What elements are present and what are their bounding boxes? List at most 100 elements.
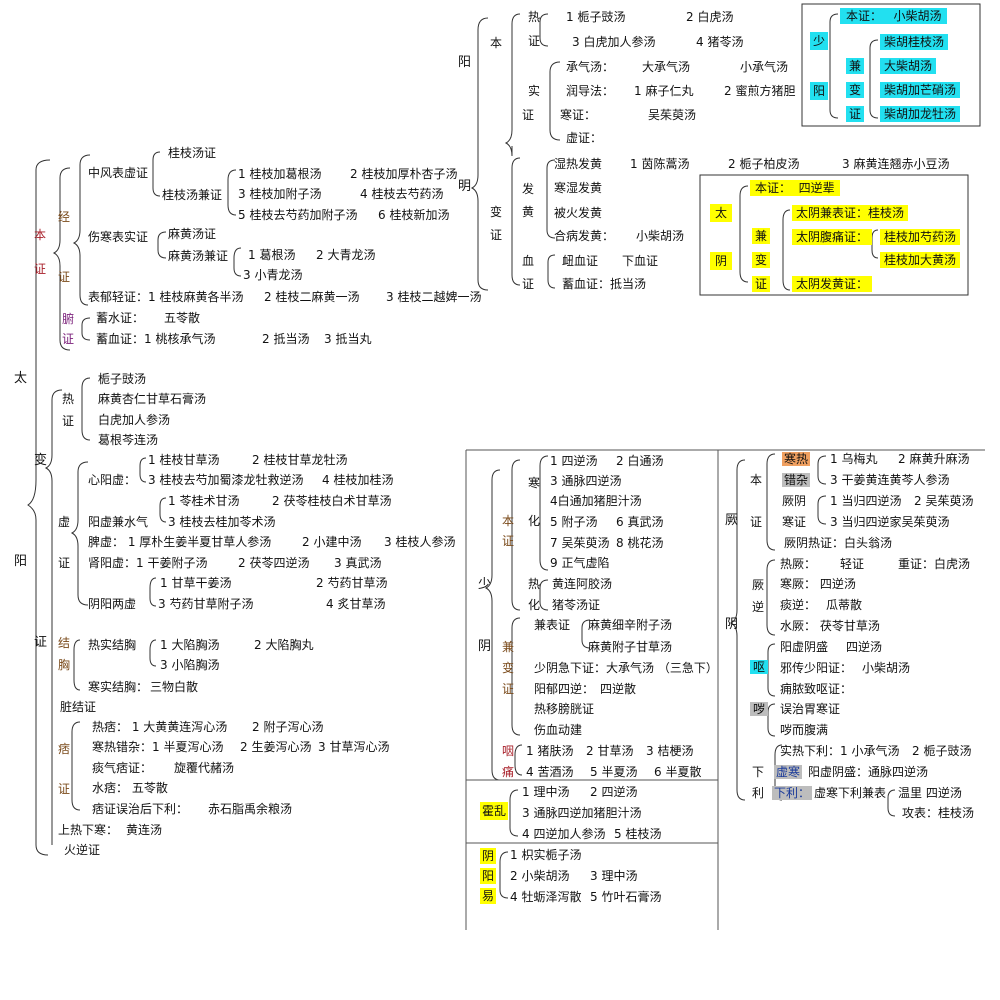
formula: 五苓散 <box>164 311 201 325</box>
fuzheng-char-2: 证 <box>62 332 75 346</box>
bian-char: 变 <box>846 82 865 98</box>
label: 本证： <box>755 181 792 195</box>
taiyin-ben: 本证： 四逆辈 <box>750 180 840 196</box>
sj-label: 水厥： 茯苓甘草汤 <box>780 619 880 633</box>
formula: 3 芍药甘草附子汤 <box>158 597 254 611</box>
formula: 四逆散 <box>600 682 637 696</box>
formula: 麻黄汤兼证 <box>168 249 229 263</box>
formula: 3 桂枝二越婢一汤 <box>386 290 482 304</box>
formula: 3 甘草泻心汤 <box>318 740 390 754</box>
jueni-char: 厥 <box>752 578 765 592</box>
ou-char: 呕 <box>750 660 769 674</box>
jueyin-char: 厥 <box>725 513 739 528</box>
formula: 3 桂枝加附子汤 <box>238 187 322 201</box>
formula: 太阴发黄证： <box>792 276 873 292</box>
jiexiong-char: 结 <box>58 636 71 650</box>
formula: 白虎加人参汤 <box>98 413 171 427</box>
jianbian-char: 变 <box>502 661 515 675</box>
formula: 2 桂枝加厚朴杏子汤 <box>350 167 458 181</box>
formula: 7 吴茱萸汤 <box>550 536 610 550</box>
formula: 瓜蒂散 <box>826 598 863 612</box>
shaoyin-char: 少 <box>478 577 492 592</box>
jueyin-char: 阴 <box>725 617 739 632</box>
formula: 1 甘草干姜汤 <box>160 576 232 590</box>
formula: 1 栀子豉汤 <box>566 10 626 24</box>
hanzheng-label: 寒证 <box>782 515 807 529</box>
yxjs-label: 阳虚兼水气 <box>88 515 149 529</box>
huoluan-label: 霍乱 <box>480 802 509 820</box>
rezheng-label: 厥阴热证：白头翁汤 <box>784 536 893 550</box>
formula: 2 栀子豉汤 <box>912 744 972 758</box>
jingzheng-char-2: 证 <box>58 270 71 284</box>
yinyangyi-char: 阳 <box>480 868 497 884</box>
re-char: 热 <box>528 10 541 24</box>
formula: 桂枝加芍药汤 <box>880 229 961 245</box>
formula: 9 正气虚陷 <box>550 556 610 570</box>
xia-char: 下 <box>752 765 765 779</box>
rj-label: 热厥： <box>780 557 817 571</box>
formula: 柴胡加龙牡汤 <box>880 106 961 122</box>
benzheng-char-2: 证 <box>34 262 47 276</box>
formula: 2 白虎汤 <box>686 10 734 24</box>
formula: 3 小陷胸汤 <box>160 658 220 672</box>
formula: 小柴胡汤 <box>862 661 911 675</box>
formula: 1 桂枝甘草汤 <box>148 453 220 467</box>
zhongfeng-label: 中风表虚证 <box>88 166 149 180</box>
formula: 2 生姜泻心汤 <box>240 740 312 754</box>
repi-label: 热痞： 1 大黄黄连泻心汤 <box>92 720 228 734</box>
yangming-char: 阳 <box>458 55 472 70</box>
guizhi-label: 桂枝汤证 <box>168 146 217 160</box>
formula: 3 小青龙汤 <box>243 268 303 282</box>
o3-label: 痈脓致呕证： <box>780 682 853 696</box>
formula: 1 枳实栀子汤 <box>510 848 582 862</box>
char: 霍 <box>482 804 495 818</box>
pizheng-char: 证 <box>58 782 71 796</box>
formula: 黄连阿胶汤 <box>552 577 613 591</box>
li-char: 利 <box>752 786 765 800</box>
rehua-char: 热 <box>528 577 541 591</box>
formula: 4 桂枝去芍药汤 <box>360 187 444 201</box>
ben-char: 本 <box>490 36 503 50</box>
formula: 攻表：桂枝汤 <box>902 806 975 820</box>
formula: 2 蜜煎方猪胆 <box>724 84 796 98</box>
formula: 5 桂枝去芍药加附子汤 <box>238 208 358 222</box>
taiyang-char-2: 阳 <box>14 554 28 569</box>
shaoyang-ben: 本证： 小柴胡汤 <box>840 8 948 24</box>
formula: 重证：白虎汤 <box>898 557 971 571</box>
formula: 三物白散 <box>150 680 199 694</box>
shi-char: 实 <box>528 84 541 98</box>
yantong-char: 咽 <box>502 744 515 758</box>
piwu-label: 痞证误治后下利： <box>92 802 189 816</box>
formula: 1 茵陈蒿汤 <box>630 157 690 171</box>
jiexiong-char: 胸 <box>58 658 71 672</box>
ye1-label: 误治胃寒证 <box>780 702 841 716</box>
syn-label: 阳郁四逆： <box>534 682 595 696</box>
formula: 2 芍药甘草汤 <box>316 576 388 590</box>
bian-char: 变 <box>752 252 771 268</box>
formula: 1 当归四逆汤 <box>830 494 902 508</box>
formula: 6 桂枝新加汤 <box>378 208 450 222</box>
formula: 3 桂枝人参汤 <box>384 535 456 549</box>
formula: 2 白通汤 <box>616 454 664 468</box>
rezheng-char: 证 <box>62 414 75 428</box>
formula: 1 四逆汤 <box>550 454 598 468</box>
formula: 小柴胡汤 <box>636 229 685 243</box>
bian-char: 证 <box>490 228 503 242</box>
formula: 4 猪苓汤 <box>696 35 744 49</box>
yue-char: 哕 <box>750 702 769 716</box>
formula: 3 通脉四逆加猪胆汁汤 <box>522 806 642 820</box>
rehua-char: 化 <box>528 598 541 612</box>
formula: 1 大陷胸汤 <box>160 638 220 652</box>
fahuang-char: 发 <box>522 182 535 196</box>
bianzheng-char-2: 证 <box>34 635 48 650</box>
chengqi-label: 承气汤： <box>566 60 615 74</box>
formula: 栀子豉汤 <box>98 372 147 386</box>
huoni-label: 火逆证 <box>64 843 101 857</box>
guizhi-jian-label: 桂枝汤兼证 <box>162 188 223 202</box>
xue-char: 证 <box>522 277 535 291</box>
formula: 2 小柴胡汤 <box>510 869 570 883</box>
formula: 1 乌梅丸 <box>830 452 878 466</box>
formula: 小柴胡汤 <box>893 9 942 23</box>
